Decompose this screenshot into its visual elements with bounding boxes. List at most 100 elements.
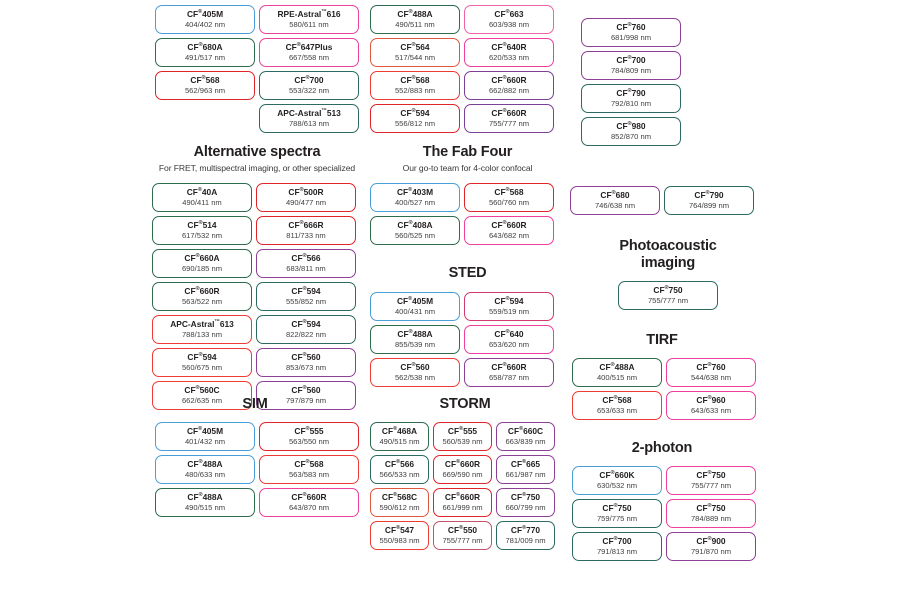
trademark-symbol: ® (198, 458, 203, 465)
dye-name: CF®660K (599, 469, 635, 480)
dye-name: CF®594 (494, 295, 524, 306)
trademark-symbol: ® (613, 394, 618, 401)
dye-wavelengths: 560/675 nm (181, 362, 223, 372)
dye-wavelengths: 566/533 nm (379, 469, 420, 479)
dye-name: CF®980 (616, 121, 646, 131)
dye-name: CF®665 (510, 458, 541, 469)
trademark-symbol: ® (198, 491, 203, 498)
trademark-symbol: ® (610, 469, 615, 476)
trademark-symbol: ® (201, 75, 206, 82)
dye-name: CF®488A (187, 458, 223, 469)
dye-wavelengths: 560/539 nm (442, 436, 483, 446)
dye-wavelengths: 788/613 nm (288, 118, 330, 128)
trademark-symbol: ® (393, 425, 398, 432)
dye-name: CF®564 (400, 42, 430, 52)
section-subtitle: Our go-to team for 4-color confocal (402, 162, 533, 173)
trademark-symbol: ® (456, 458, 461, 465)
dye-wavelengths: 681/998 nm (610, 32, 652, 42)
trademark-symbol: ® (299, 186, 304, 193)
dye-name: CF®550 (447, 524, 478, 535)
